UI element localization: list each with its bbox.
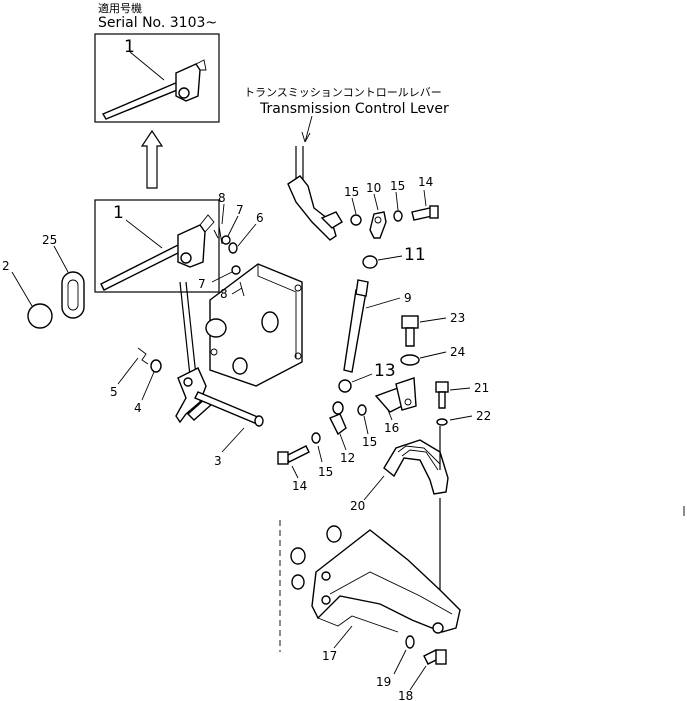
title-en: Transmission Control Lever bbox=[259, 101, 449, 117]
upward-arrow bbox=[140, 129, 164, 189]
title-leader bbox=[301, 115, 313, 143]
callout-18: 18 bbox=[398, 689, 413, 701]
bracket-part-16: 16 bbox=[374, 377, 417, 435]
lever-link-hardware: 15 10 15 14 bbox=[344, 175, 439, 239]
clamp-part-20: 20 bbox=[350, 426, 449, 622]
rod-part-9: 9 bbox=[343, 279, 412, 373]
callout-2: 2 bbox=[2, 259, 10, 273]
callout-25: 25 bbox=[42, 233, 57, 247]
washer-part-19: 19 bbox=[376, 635, 415, 689]
callout-14-top: 14 bbox=[418, 175, 433, 189]
callout-10: 10 bbox=[366, 181, 381, 195]
callout-20: 20 bbox=[350, 499, 365, 513]
bracket-plate bbox=[205, 263, 303, 387]
pin-part-3: 3 bbox=[194, 391, 264, 468]
title-jp: トランスミッションコントロールレバー bbox=[244, 86, 442, 99]
callout-6: 6 bbox=[256, 211, 264, 225]
callout-3: 3 bbox=[214, 454, 222, 468]
transmission-lever bbox=[287, 146, 343, 241]
callout-1-main: 1 bbox=[113, 203, 124, 223]
callout-22: 22 bbox=[476, 409, 491, 423]
callout-19: 19 bbox=[376, 675, 391, 689]
callout-4: 4 bbox=[134, 401, 142, 415]
callout-15-a: 15 bbox=[344, 185, 359, 199]
callout-23: 23 bbox=[450, 311, 465, 325]
callout-15-d: 15 bbox=[318, 465, 333, 479]
callout-21: 21 bbox=[474, 381, 489, 395]
callout-16: 16 bbox=[384, 421, 399, 435]
bracket-part-17: 17 bbox=[290, 525, 461, 663]
joint-part-12: 12 15 bbox=[329, 401, 377, 465]
callout-13: 13 bbox=[374, 361, 396, 381]
cotter-pin-part-5: 5 bbox=[110, 347, 149, 399]
serial-number-label: Serial No. 3103~ bbox=[98, 15, 217, 31]
lower-lever-arm bbox=[175, 281, 214, 424]
callout-15-b: 15 bbox=[390, 179, 405, 193]
applicable-models-label: 適用号機 bbox=[98, 1, 142, 15]
callout-15-c: 15 bbox=[362, 435, 377, 449]
washer-part-22: 22 bbox=[436, 409, 491, 426]
nut-part-13: 13 bbox=[338, 361, 396, 393]
bolt-part-23: 23 bbox=[401, 311, 465, 347]
callout-24: 24 bbox=[450, 345, 465, 359]
callout-17: 17 bbox=[322, 649, 337, 663]
washer-part-24: 24 bbox=[400, 345, 465, 366]
callout-8-bottom: 8 bbox=[220, 287, 228, 301]
callout-9: 9 bbox=[404, 291, 412, 305]
inset-box-serial: 1 bbox=[94, 33, 220, 123]
small-hardware-group: 8 7 6 7 8 bbox=[198, 191, 264, 301]
callout-7-bottom: 7 bbox=[198, 277, 206, 291]
callout-14-bottom: 14 bbox=[292, 479, 307, 493]
boot-part-25: 25 bbox=[42, 233, 85, 319]
nut-part-11: 11 bbox=[362, 245, 426, 269]
callout-7-top: 7 bbox=[236, 203, 244, 217]
callout-11: 11 bbox=[404, 245, 426, 265]
washer-part-4: 4 bbox=[134, 359, 162, 415]
callout-5: 5 bbox=[110, 385, 118, 399]
callout-12: 12 bbox=[340, 451, 355, 465]
inset-box-main: 1 bbox=[94, 199, 220, 293]
bolt-part-14-left: 14 15 bbox=[277, 432, 333, 493]
bolt-part-18: 18 bbox=[398, 649, 447, 701]
callout-8-top: 8 bbox=[218, 191, 226, 205]
bolt-part-21: 21 bbox=[435, 381, 489, 409]
knob-part-2: 2 bbox=[2, 259, 53, 329]
callout-1-inset: 1 bbox=[124, 37, 135, 57]
